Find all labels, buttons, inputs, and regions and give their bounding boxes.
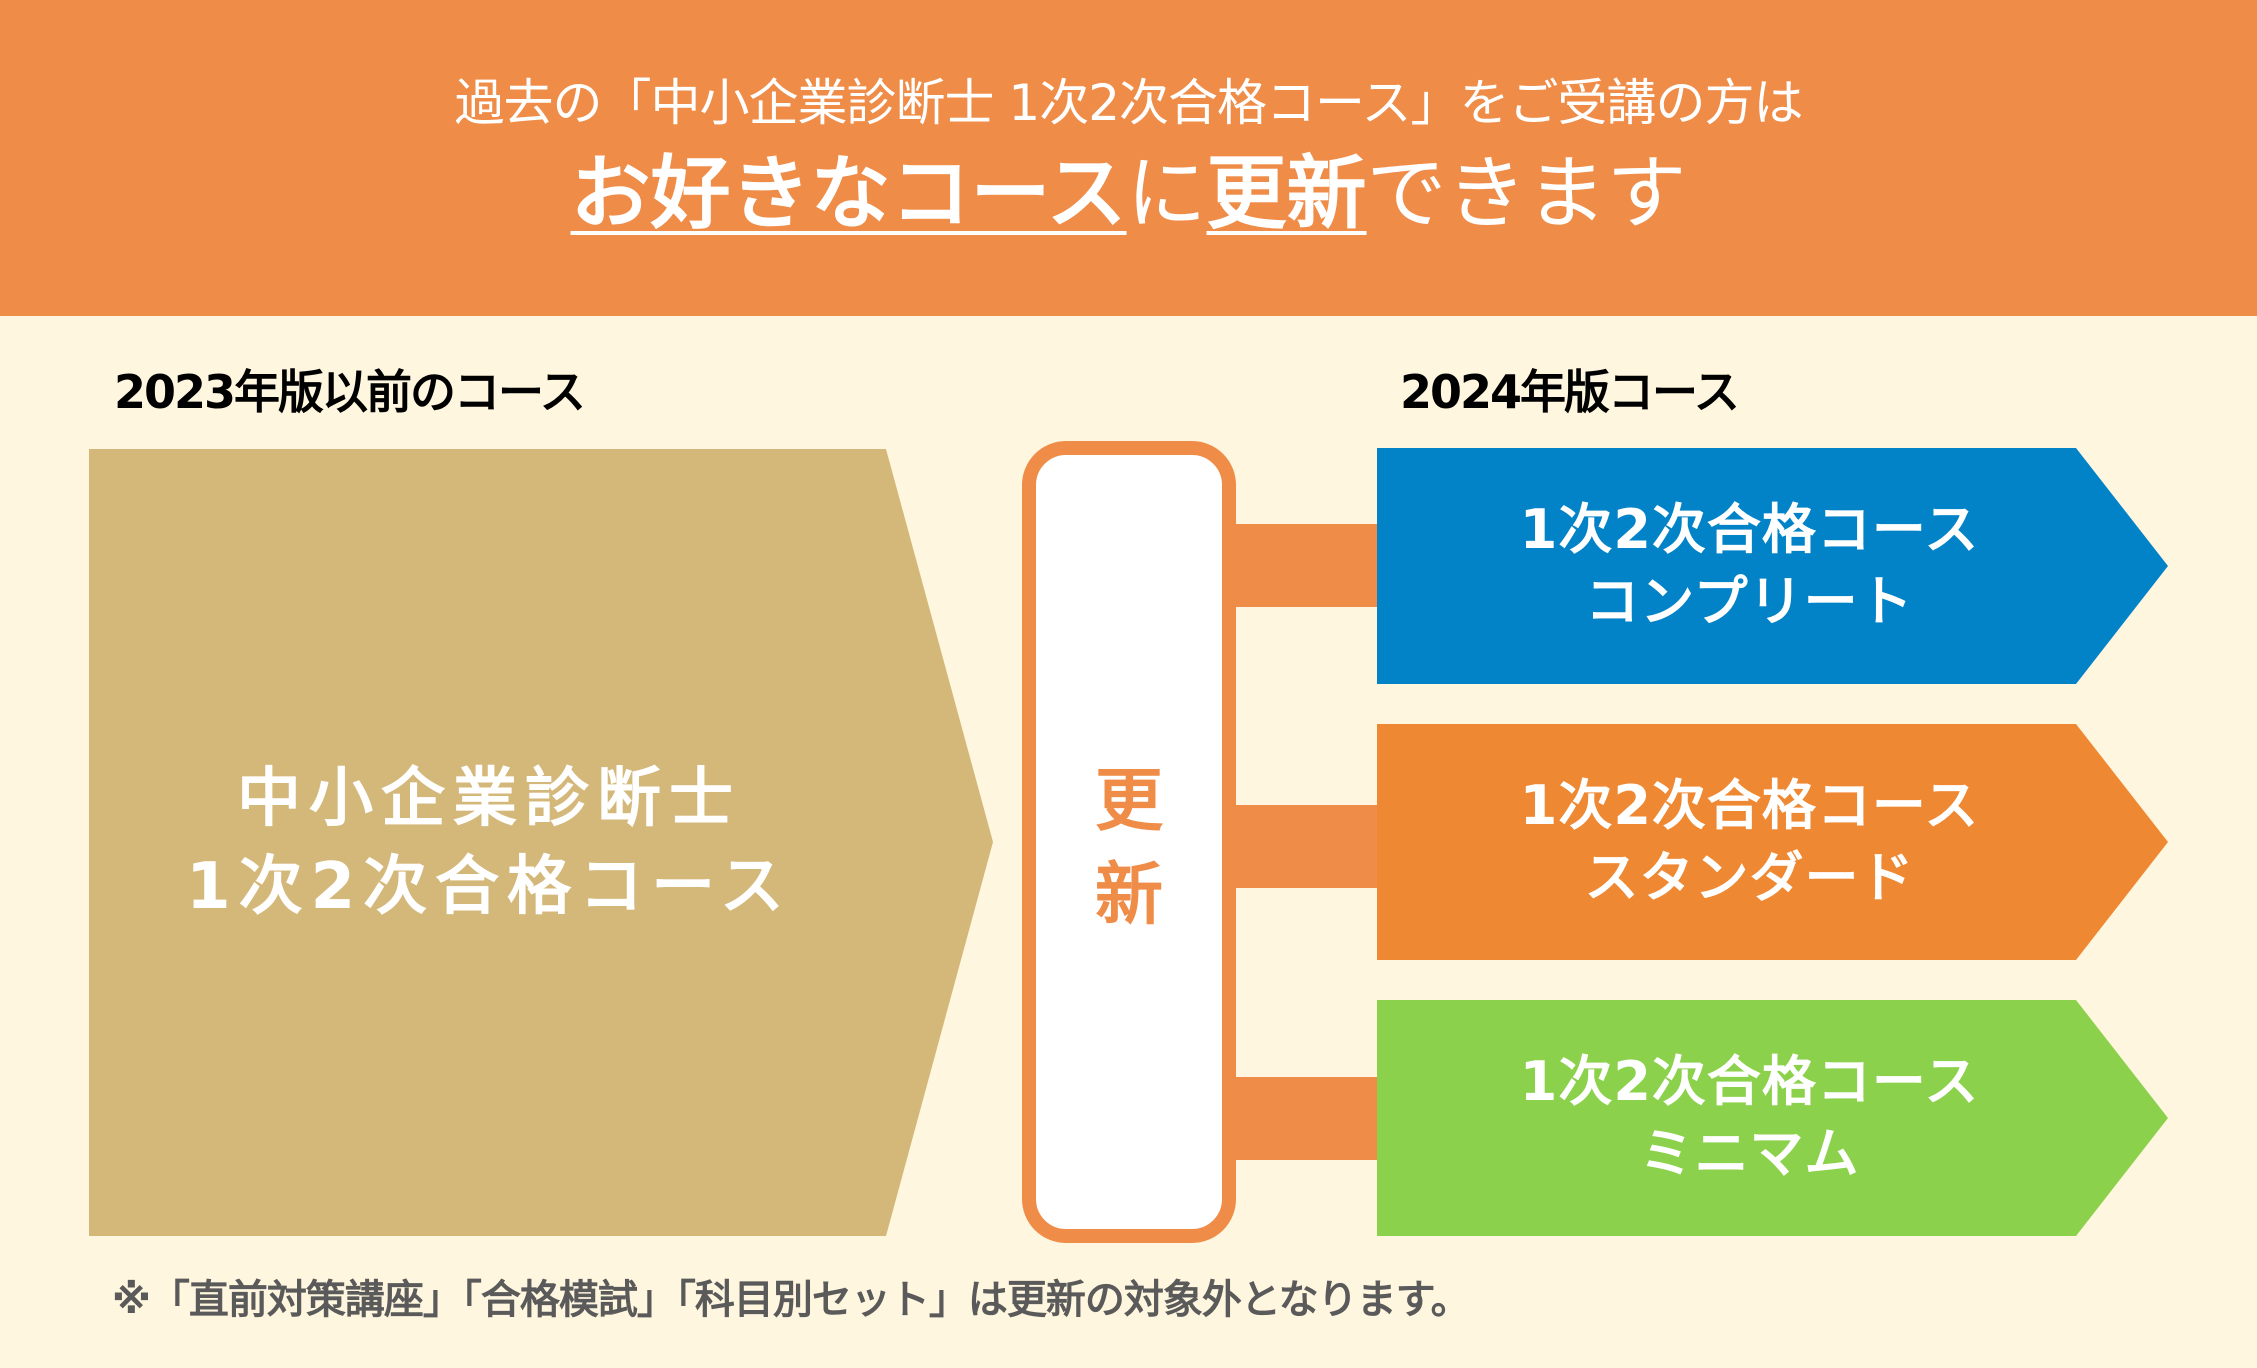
old-course-label: 中小企業診断士 1次2次合格コース <box>89 449 889 1236</box>
update-char-1: 更 <box>1094 762 1163 841</box>
course-minimum-arrow-shape <box>1377 1000 2168 1236</box>
old-section-label: 2023年版以前のコース <box>114 365 586 419</box>
course-complete-label: 1次2次合格コース コンプリート <box>1377 448 2122 684</box>
course-minimum-line2: ミニマム <box>1639 1122 1860 1185</box>
old-course-arrow: 中小企業診断士 1次2次合格コース <box>89 449 995 1236</box>
header-title: お好きなコースに更新できます <box>0 146 2257 242</box>
old-course-line1: 中小企業診断士 <box>237 761 741 836</box>
course-minimum-label: 1次2次合格コース ミニマム <box>1377 1000 2122 1236</box>
update-char-2: 新 <box>1094 856 1163 935</box>
course-complete-line2: コンプリート <box>1585 570 1914 633</box>
course-standard-line1: 1次2次合格コース <box>1519 774 1980 837</box>
header-text-dekimasu: できます <box>1366 147 1687 240</box>
header-text-ni: に <box>1126 147 1207 240</box>
course-minimum-arrow: 1次2次合格コース ミニマム <box>1377 1000 2169 1236</box>
header-subtitle: 過去の「中小企業診断士 1次2次合格コース」をご受講の方は <box>454 74 1803 132</box>
connector-complete <box>1236 524 1378 607</box>
update-label: 更 新 <box>1036 755 1222 943</box>
old-course-arrow-shape <box>89 449 993 1236</box>
course-minimum-line1: 1次2次合格コース <box>1519 1050 1980 1113</box>
course-standard-arrow: 1次2次合格コース スタンダード <box>1377 724 2169 960</box>
course-standard-line2: スタンダード <box>1584 846 1915 909</box>
update-box: 更 新 <box>1022 441 1236 1243</box>
course-standard-arrow-shape <box>1377 724 2168 960</box>
new-section-label: 2024年版コース <box>1400 365 1740 419</box>
header-banner: 過去の「中小企業診断士 1次2次合格コース」をご受講の方は お好きなコースに更新… <box>0 0 2257 316</box>
connector-standard <box>1236 805 1378 888</box>
course-complete-arrow-shape <box>1377 448 2168 684</box>
header-emphasis-course: お好きなコース <box>570 147 1127 240</box>
course-complete-arrow: 1次2次合格コース コンプリート <box>1377 448 2169 684</box>
footnote: ※「直前対策講座」「合格模試」「科目別セット」は更新の対象外となります。 <box>112 1277 1471 1323</box>
old-course-line2: 1次2次合格コース <box>186 849 792 924</box>
course-standard-label: 1次2次合格コース スタンダード <box>1377 724 2122 960</box>
connector-minimum <box>1236 1077 1378 1160</box>
header-emphasis-update: 更新 <box>1206 147 1367 240</box>
course-complete-line1: 1次2次合格コース <box>1519 498 1980 561</box>
